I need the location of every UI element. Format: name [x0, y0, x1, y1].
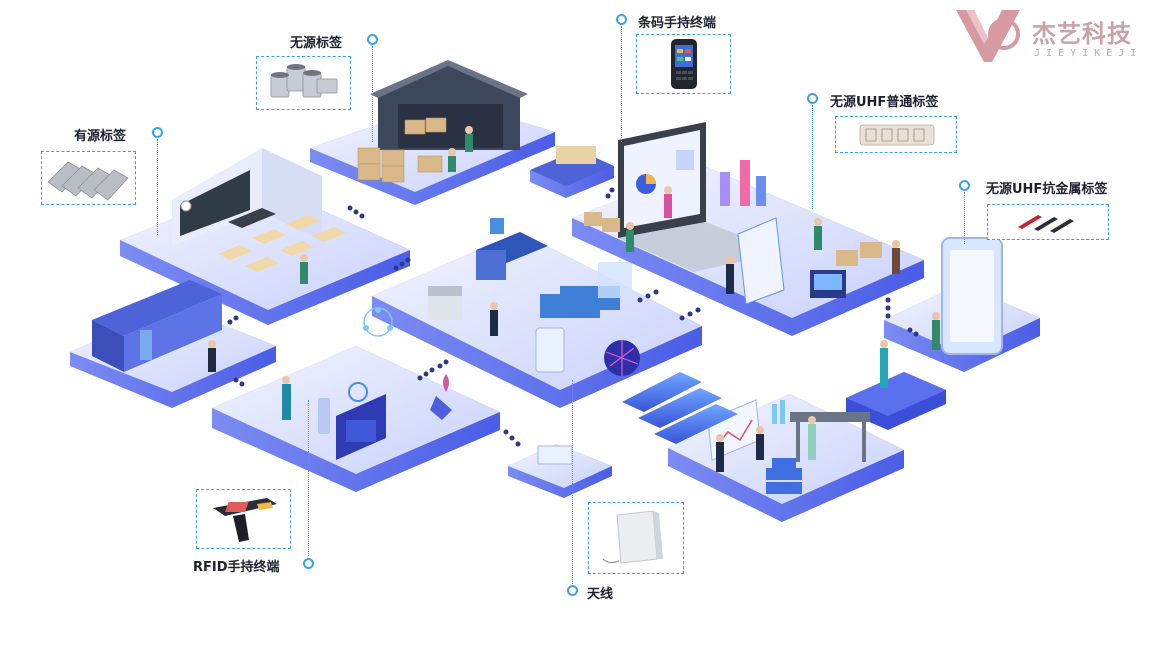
rfid-handheld-thumbnail	[196, 489, 291, 549]
connectors	[227, 187, 919, 447]
callout-active-tag-line	[157, 139, 158, 235]
conveyor-stripes	[622, 372, 738, 444]
callout-uhf-normal-tag-line	[812, 105, 813, 209]
callout-rfid-handheld-line	[308, 400, 309, 556]
platform-gate	[70, 280, 276, 408]
callout-barcode-handheld-dot	[616, 14, 627, 25]
brand-name: 杰艺科技	[1032, 20, 1132, 48]
callout-uhf-metal-tag-line	[964, 192, 965, 244]
platform-warehouse	[310, 60, 555, 205]
callout-uhf-metal-tag-dot	[959, 180, 970, 191]
platform-office	[372, 218, 702, 408]
callout-barcode-handheld-line	[621, 26, 622, 142]
platform-nurse	[846, 340, 946, 430]
callout-passive-tag-dot	[367, 34, 378, 45]
brand-logo-icon	[956, 10, 1020, 62]
callout-uhf-normal-tag-label: 无源UHF普通标签	[830, 95, 939, 110]
uhf-label-roll-icon	[859, 124, 935, 146]
callout-passive-tag-line	[372, 46, 373, 142]
metal-tag-icon	[1018, 215, 1074, 233]
passive-tag-thumbnail	[256, 56, 351, 110]
callout-uhf-normal-tag-dot	[807, 93, 818, 104]
rfid-reader-icon	[213, 498, 277, 542]
callout-uhf-metal-tag-label: 无源UHF抗金属标签	[986, 182, 1108, 197]
uhf-metal-tag-thumbnail	[987, 204, 1109, 240]
platform-phone	[884, 237, 1040, 372]
barcode-handheld-thumbnail	[636, 34, 731, 94]
callout-active-tag-dot	[152, 127, 163, 138]
platform-desk	[508, 444, 612, 498]
callout-barcode-handheld-label: 条码手持终端	[638, 16, 717, 31]
brand-pinyin: JIEYIKEJI	[1034, 48, 1143, 59]
callout-passive-tag-label: 无源标签	[290, 36, 343, 51]
platform-lab	[668, 394, 904, 522]
platform-laptop	[572, 122, 924, 336]
label-roll-icon	[270, 64, 338, 98]
callout-antenna-line	[572, 380, 573, 584]
active-tag-thumbnail	[41, 151, 136, 205]
callout-antenna-label: 天线	[587, 587, 614, 602]
rfid-antenna-icon	[602, 510, 663, 564]
callout-rfid-handheld-label: RFID手持终端	[193, 560, 280, 575]
platform-small-desk	[530, 146, 614, 198]
uhf-normal-tag-thumbnail	[835, 116, 957, 153]
callout-active-tag-label: 有源标签	[74, 129, 127, 144]
callout-rfid-handheld-dot	[303, 558, 314, 569]
card-tag-icon	[47, 161, 129, 201]
platform-home	[212, 307, 500, 492]
antenna-thumbnail	[588, 502, 684, 574]
handheld-scanner-icon	[671, 39, 697, 89]
callout-antenna-dot	[567, 585, 578, 596]
brand-logo: 杰艺科技 JIEYIKEJI	[952, 4, 1152, 66]
